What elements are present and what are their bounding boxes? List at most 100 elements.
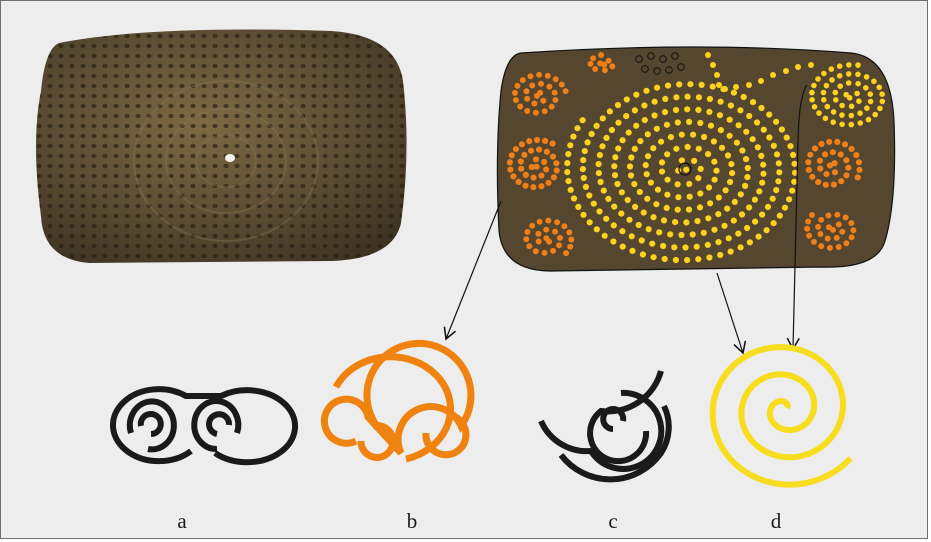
dot — [581, 175, 587, 181]
dot — [727, 179, 733, 185]
dot — [765, 204, 771, 210]
dot — [524, 96, 530, 102]
dot — [652, 99, 658, 105]
dot — [731, 90, 737, 96]
dot — [843, 172, 849, 178]
dot — [741, 94, 747, 100]
dot — [846, 71, 852, 77]
dot — [833, 97, 839, 103]
dot — [806, 167, 812, 173]
dot — [807, 152, 813, 158]
dot — [731, 218, 737, 224]
dot — [631, 181, 637, 187]
dot — [856, 167, 862, 173]
dot — [706, 109, 712, 115]
dot — [756, 234, 762, 240]
dot — [615, 120, 621, 126]
dot — [575, 204, 581, 210]
dot — [683, 167, 689, 173]
dot — [809, 212, 815, 218]
dot — [766, 134, 772, 140]
dot — [705, 52, 711, 58]
dot — [518, 166, 524, 172]
dot — [856, 98, 862, 104]
dot — [837, 83, 843, 89]
dot — [849, 104, 855, 110]
dot — [524, 229, 530, 235]
dot — [774, 151, 780, 157]
dot — [866, 117, 872, 123]
dot — [839, 103, 845, 109]
dot — [725, 152, 731, 158]
dot — [529, 164, 535, 170]
dot — [755, 144, 761, 150]
dot — [675, 181, 681, 187]
dot — [510, 173, 516, 179]
dot — [846, 62, 852, 68]
dot — [509, 152, 515, 158]
dot — [818, 217, 824, 223]
dot — [557, 235, 563, 241]
dot — [827, 245, 833, 251]
dot — [832, 169, 838, 175]
dot — [607, 108, 613, 114]
dot — [818, 243, 824, 249]
dot — [761, 127, 767, 133]
dot — [545, 180, 551, 186]
dot — [760, 162, 766, 168]
dot — [524, 108, 530, 114]
dot — [752, 197, 758, 203]
dot — [566, 229, 572, 235]
dot — [565, 178, 571, 184]
dot — [697, 120, 703, 126]
dot — [589, 131, 595, 137]
dot — [623, 113, 629, 119]
dot — [690, 231, 696, 237]
dot — [829, 66, 835, 72]
dot — [758, 78, 764, 84]
dot — [754, 119, 760, 125]
dot — [805, 219, 811, 225]
dot — [842, 141, 848, 147]
dot — [541, 159, 547, 165]
dot — [809, 90, 815, 96]
dot — [728, 102, 734, 108]
dot — [752, 219, 758, 225]
dot — [858, 120, 864, 126]
dot — [833, 90, 839, 96]
dot — [651, 254, 657, 260]
dot — [586, 192, 592, 198]
dot — [542, 108, 548, 114]
dot — [642, 117, 648, 123]
dot — [792, 161, 798, 167]
dot — [658, 139, 664, 145]
dot — [743, 129, 749, 135]
arrow-to-d-1 — [717, 273, 743, 353]
dot — [626, 217, 632, 223]
dot — [706, 184, 712, 190]
dot — [609, 127, 615, 133]
dot — [563, 88, 569, 94]
dot — [521, 152, 527, 158]
dot — [552, 90, 558, 96]
dot — [707, 200, 713, 206]
dot — [805, 159, 811, 165]
dot — [728, 249, 734, 255]
dot — [664, 151, 670, 157]
dot — [628, 172, 634, 178]
dot — [695, 256, 701, 262]
dot — [742, 183, 748, 189]
dot — [745, 165, 751, 171]
dot — [599, 143, 605, 149]
dot — [770, 72, 776, 78]
dot — [600, 115, 606, 121]
dot — [697, 190, 703, 196]
dot — [545, 218, 551, 224]
dot — [559, 82, 565, 88]
dot — [739, 211, 745, 217]
dot — [776, 160, 782, 166]
dot — [877, 106, 883, 112]
dot — [542, 250, 548, 256]
dot — [609, 63, 615, 69]
